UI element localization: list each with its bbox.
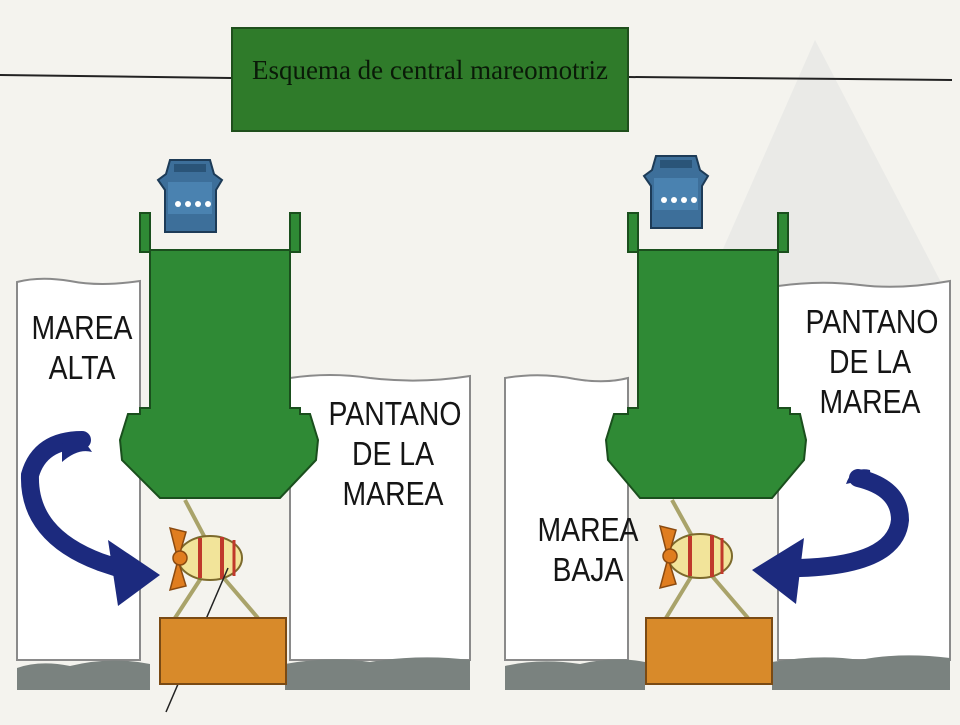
right-flow-arrow-icon: [752, 469, 910, 604]
title-rule-right: [628, 76, 953, 81]
left-turbine-base: [159, 617, 287, 685]
left-sea-label: MAREA ALTA: [30, 308, 133, 388]
left-basin-label: PANTANO DE LA MAREA: [328, 394, 462, 514]
left-seabed: [17, 657, 470, 690]
right-sea-area: [504, 374, 629, 661]
right-turbine-icon: [658, 499, 750, 620]
left-dam: [118, 212, 320, 499]
right-basin-label-line2: DE LA: [828, 343, 912, 380]
left-basin-area: [289, 374, 471, 661]
left-basin-label-line1: PANTANO: [328, 395, 462, 432]
left-flow-arrow-icon: [20, 431, 160, 606]
right-basin-label-line3: MAREA: [819, 383, 921, 420]
right-turbine-base: [645, 617, 773, 685]
left-basin-label-line3: MAREA: [342, 475, 444, 512]
right-sea-label-line2: BAJA: [552, 551, 624, 588]
diagram-title: Esquema de central mareomotriz: [251, 55, 609, 85]
left-sea-label-line1: MAREA: [31, 309, 133, 346]
left-sea-label-line2: ALTA: [48, 349, 116, 386]
right-seabed: [505, 655, 950, 690]
right-basin-label-line1: PANTANO: [805, 303, 939, 340]
left-turbine-icon: [165, 499, 260, 713]
right-sea-label-line1: MAREA: [537, 511, 639, 548]
background-faint-pyramid: [705, 40, 945, 290]
left-generator-icon: [156, 159, 224, 233]
right-basin-label: PANTANO DE LA MAREA: [805, 302, 939, 422]
right-sea-label: MAREA BAJA: [536, 510, 639, 590]
right-generator-icon: [642, 155, 710, 229]
diagram-title-box: Esquema de central mareomotriz: [231, 27, 629, 132]
left-basin-label-line2: DE LA: [351, 435, 435, 472]
right-dam: [604, 212, 808, 499]
title-rule-left: [0, 74, 232, 79]
